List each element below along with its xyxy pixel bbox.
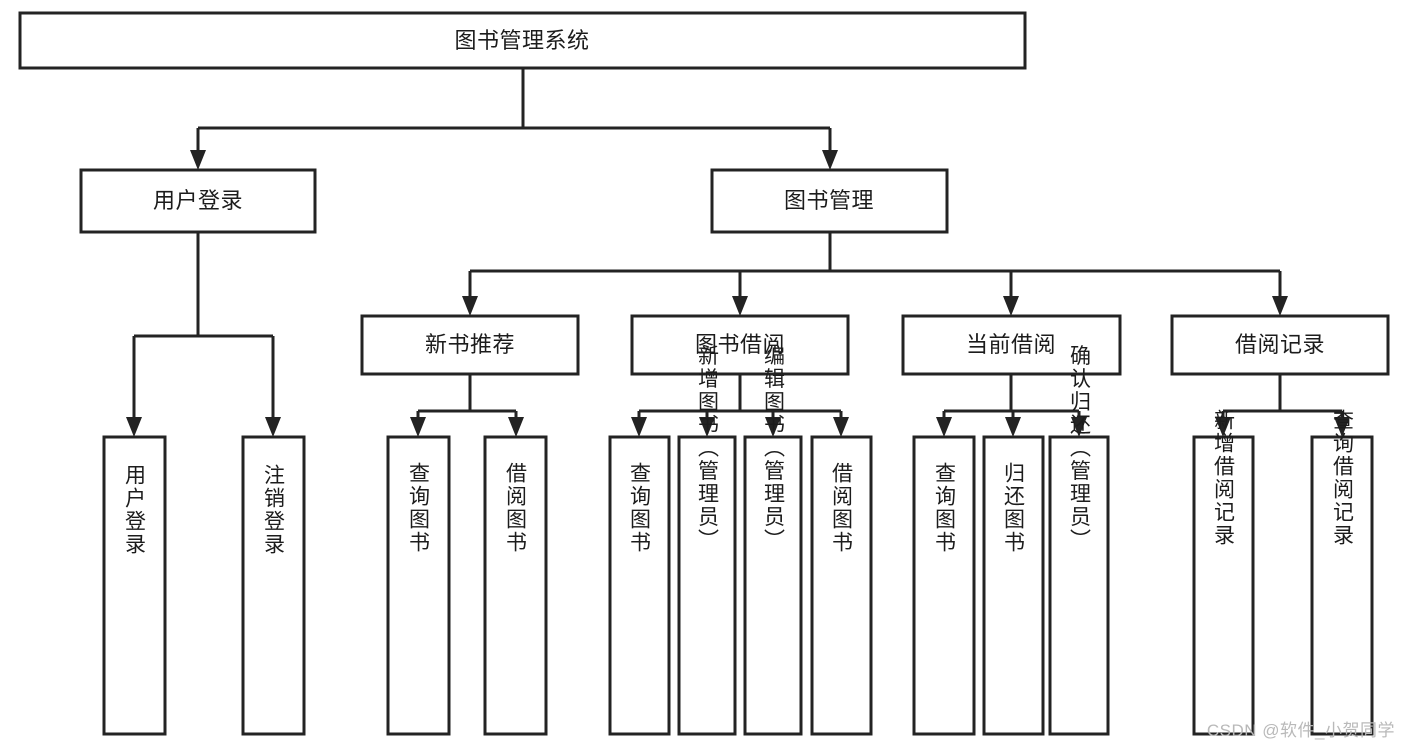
- leaf-box-query-book-current[interactable]: [912, 435, 976, 736]
- leaf-node[interactable]: 确认归还（管理员）: [1048, 345, 1110, 736]
- leaf-label-add-book-admin: 新增图书（管理员）: [696, 345, 720, 552]
- edge-group-new-book: [410, 374, 524, 437]
- leaf-box-confirm-return-admin[interactable]: [1048, 435, 1110, 736]
- leaf-node[interactable]: 查询借阅记录: [1310, 409, 1374, 736]
- leaf-box-query-borrow-record[interactable]: [1310, 435, 1374, 736]
- node-current-borrow-box[interactable]: [901, 314, 1122, 376]
- edge-group-book-management: [462, 232, 1288, 316]
- leaf-box-borrow-book-new[interactable]: [483, 435, 548, 736]
- leaf-node[interactable]: 查询图书: [608, 435, 671, 736]
- leaf-label-edit-book-admin: 编辑图书（管理员）: [762, 345, 786, 552]
- node-book-management-label: 图书管理: [784, 188, 874, 213]
- arrow-bookmgmt-c4-icon: [1272, 296, 1288, 316]
- arrow-bookmgmt-c3-icon: [1003, 296, 1019, 316]
- leaf-label-query-book-new: 查询图书: [407, 462, 431, 554]
- arrow-bookmgmt-c2-icon: [732, 296, 748, 316]
- arrow-newbook-leaf1-icon: [410, 417, 426, 437]
- leaf-box-return-book[interactable]: [982, 435, 1045, 736]
- arrow-borrow-leaf1-icon: [631, 417, 647, 437]
- node-book-management-box[interactable]: [710, 168, 949, 234]
- leaf-box-query-book-new[interactable]: [386, 435, 451, 736]
- node-current-borrow-label: 当前借阅: [966, 332, 1056, 357]
- arrow-root-to-login-icon: [190, 150, 206, 170]
- edge-group-root: [190, 68, 838, 170]
- leaf-box-add-borrow-record[interactable]: [1192, 435, 1255, 736]
- leaf-label-borrow-book-new: 借阅图书: [504, 462, 528, 554]
- arrow-borrow-leaf3-icon: [765, 417, 781, 437]
- node-borrow-record[interactable]: 借阅记录: [1170, 314, 1390, 376]
- leaf-box-borrow-book[interactable]: [810, 435, 873, 736]
- edge-group-current-borrow: [936, 374, 1087, 437]
- leaf-node[interactable]: 用户登录: [102, 435, 167, 736]
- node-user-login-label: 用户登录: [153, 188, 243, 213]
- edge-group-book-borrow: [631, 374, 849, 437]
- leaf-node[interactable]: 新增图书（管理员）: [677, 345, 737, 736]
- leaf-label-logout: 注销登录: [262, 464, 286, 556]
- node-root[interactable]: 图书管理系统: [18, 11, 1027, 70]
- leaf-label-borrow-book: 借阅图书: [830, 462, 854, 554]
- leaf-node[interactable]: 查询图书: [386, 435, 451, 736]
- leaf-label-return-book: 归还图书: [1002, 462, 1026, 554]
- node-new-book-recommend-label: 新书推荐: [425, 332, 515, 357]
- leaf-label-confirm-return-admin: 确认归还（管理员）: [1068, 345, 1092, 552]
- node-book-borrow-box[interactable]: [630, 314, 850, 376]
- leaf-box-edit-book-admin[interactable]: [743, 435, 803, 736]
- leaf-node[interactable]: 查询图书: [912, 435, 976, 736]
- arrow-current-leaf3-icon: [1071, 417, 1087, 437]
- leaf-label-query-book-borrow: 查询图书: [628, 462, 652, 554]
- leaf-box-query-book-borrow[interactable]: [608, 435, 671, 736]
- node-new-book-recommend[interactable]: 新书推荐: [360, 314, 580, 376]
- arrow-newbook-leaf2-icon: [508, 417, 524, 437]
- leaf-node[interactable]: 注销登录: [241, 435, 306, 736]
- leaf-box-logout[interactable]: [241, 435, 306, 736]
- node-borrow-record-box[interactable]: [1170, 314, 1390, 376]
- leaf-node[interactable]: 编辑图书（管理员）: [743, 345, 803, 736]
- leaf-label-query-borrow-record: 查询借阅记录: [1331, 409, 1355, 547]
- arrow-login-leaf2-icon: [265, 417, 281, 437]
- leaf-box-user-login[interactable]: [102, 435, 167, 736]
- leaf-label-add-borrow-record: 新增借阅记录: [1212, 409, 1236, 547]
- arrow-root-to-bookmgmt-icon: [822, 150, 838, 170]
- arrow-current-leaf2-icon: [1005, 417, 1021, 437]
- node-current-borrow[interactable]: 当前借阅: [901, 314, 1122, 376]
- leaf-box-add-book-admin[interactable]: [677, 435, 737, 736]
- node-book-management[interactable]: 图书管理: [710, 168, 949, 234]
- csdn-watermark: CSDN @软件_小贺同学: [1206, 721, 1395, 740]
- leaf-label-query-book-current: 查询图书: [933, 462, 957, 554]
- node-borrow-record-label: 借阅记录: [1235, 332, 1325, 357]
- node-new-book-recommend-box[interactable]: [360, 314, 580, 376]
- node-user-login[interactable]: 用户登录: [79, 168, 317, 234]
- arrow-bookmgmt-c1-icon: [462, 296, 478, 316]
- edge-group-user-login: [126, 232, 281, 437]
- leaf-node[interactable]: 借阅图书: [810, 435, 873, 736]
- leaf-label-user-login: 用户登录: [123, 464, 147, 556]
- arrow-login-leaf1-icon: [126, 417, 142, 437]
- arrow-record-leaf2-icon: [1334, 417, 1350, 437]
- edge-group-borrow-record: [1215, 374, 1350, 437]
- leaf-node[interactable]: 新增借阅记录: [1192, 409, 1255, 736]
- arrow-borrow-leaf2-icon: [699, 417, 715, 437]
- node-root-box[interactable]: [18, 11, 1027, 70]
- leaf-node[interactable]: 归还图书: [982, 435, 1045, 736]
- leaf-node[interactable]: 借阅图书: [483, 435, 548, 736]
- arrow-current-leaf1-icon: [936, 417, 952, 437]
- node-user-login-box[interactable]: [79, 168, 317, 234]
- node-book-borrow[interactable]: 图书借阅: [630, 314, 850, 376]
- arrow-borrow-leaf4-icon: [833, 417, 849, 437]
- node-root-label: 图书管理系统: [454, 28, 589, 53]
- node-book-borrow-label: 图书借阅: [695, 332, 785, 357]
- arrow-record-leaf1-icon: [1215, 417, 1231, 437]
